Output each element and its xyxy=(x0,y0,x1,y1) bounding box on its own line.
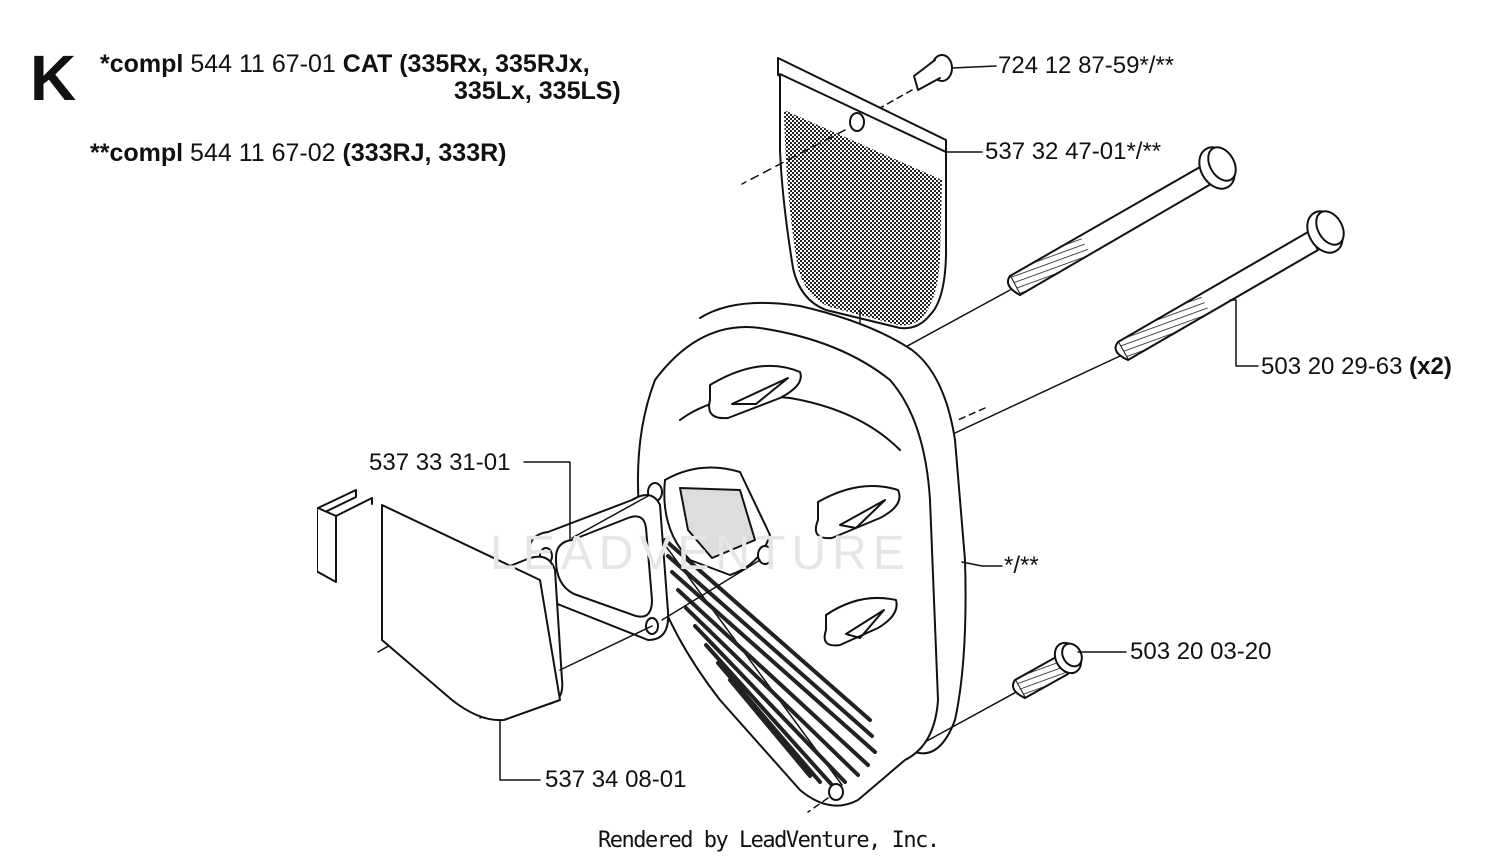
compl-1-line-1: *compl 544 11 67-01 CAT (335Rx, 335RJx, xyxy=(100,52,590,77)
watermark-text: LEADVENTURE xyxy=(490,527,911,580)
part-qty-long-bolt: (x2) xyxy=(1409,353,1452,380)
part-label-muffler: */** xyxy=(1004,552,1039,579)
part-label-gasket-lower: 537 34 08-01 xyxy=(545,766,687,793)
long-bolt-upper xyxy=(877,146,1237,363)
footer-credit: Rendered by LeadVenture, Inc. xyxy=(598,828,940,853)
compl-2-prefix: **compl xyxy=(90,139,184,167)
part-label-short-screw: 503 20 03-20 xyxy=(1130,638,1272,665)
part-label-gasket-upper: 537 33 31-01 xyxy=(369,449,511,476)
part-number-long-bolt: 503 20 29-63 xyxy=(1261,353,1403,380)
muffler-body xyxy=(636,301,1021,813)
spark-arrestor-screen xyxy=(741,57,947,363)
heat-shield-bracket xyxy=(317,489,561,722)
part-label-long-bolt: 503 20 29-63 (x2) xyxy=(1261,355,1452,379)
compl-1-line-2: 335Lx, 335LS) xyxy=(454,79,621,104)
compl-2-part-number: 544 11 67-02 xyxy=(190,139,336,167)
compl-1-models-line-2: 335Lx, 335LS) xyxy=(454,77,621,105)
compl-1-part-number: 544 11 67-01 xyxy=(190,50,336,78)
compl-1-prefix: *compl xyxy=(100,50,184,78)
part-label-screw-top: 724 12 87-59*/** xyxy=(998,52,1175,79)
gasket-upper xyxy=(528,494,761,641)
long-bolt-lower xyxy=(939,210,1345,441)
part-label-spark-screen: 537 32 47-01*/** xyxy=(985,138,1162,165)
section-letter: K xyxy=(30,42,77,114)
short-screw-icon xyxy=(1012,641,1083,699)
compl-2-line: **compl 544 11 67-02 (333RJ, 333R) xyxy=(90,141,506,166)
compl-2-models: (333RJ, 333R) xyxy=(342,139,507,167)
compl-1-models-line-1: CAT (335Rx, 335RJx, xyxy=(342,50,590,78)
screw-top-icon xyxy=(879,54,953,109)
leader-lines xyxy=(499,65,1259,781)
